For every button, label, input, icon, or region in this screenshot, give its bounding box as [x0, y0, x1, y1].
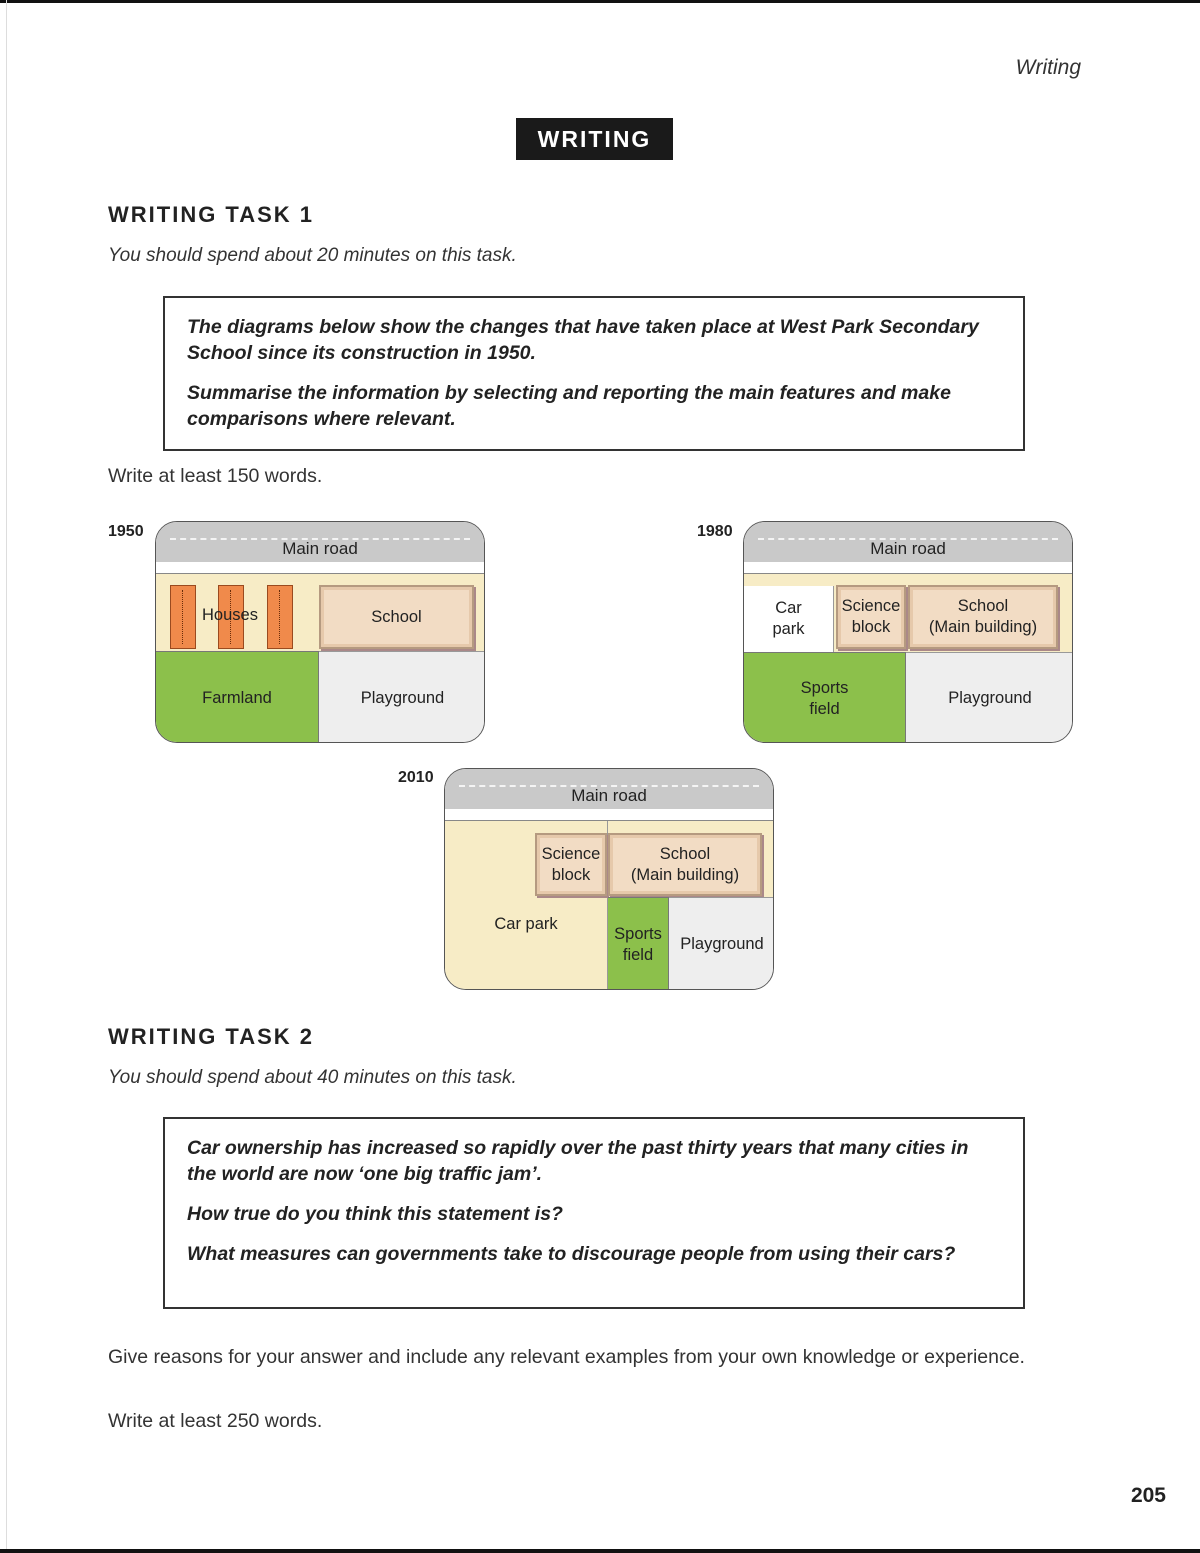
sports-field-label: Sports — [800, 678, 849, 697]
main-road: Main road — [445, 769, 773, 810]
school-main-building: School (Main building) — [908, 585, 1058, 649]
page-number: 205 — [1130, 1484, 1166, 1507]
school-label: School — [371, 607, 422, 626]
science-label-2: block — [851, 618, 891, 636]
sports-field-area: Sports field — [608, 897, 669, 989]
science-label: Science — [841, 597, 901, 615]
year-1950: 1950 — [108, 523, 144, 540]
farmland-label: Farmland — [202, 688, 272, 707]
car-park-area: Car park — [744, 586, 834, 652]
task1-prompt-box: The diagrams below show the changes that… — [163, 296, 1025, 451]
main-road-label: Main road — [282, 539, 358, 558]
playground-label: Playground — [948, 689, 1032, 707]
year-2010: 2010 — [398, 769, 434, 786]
school-building: School — [319, 585, 474, 649]
map-1950: Main road Houses School Farmland Playgro… — [155, 521, 485, 743]
sports-field-label-2: field — [809, 699, 840, 718]
road-dash — [758, 538, 1058, 540]
map-2010: Main road Car park Science block School … — [444, 768, 774, 990]
science-block: Science block — [836, 585, 906, 649]
car-park-label-2: park — [772, 620, 805, 638]
task1-heading: WRITING TASK 1 — [108, 202, 315, 227]
task2-word-count: Write at least 250 words. — [108, 1410, 323, 1432]
school-label: School — [957, 597, 1009, 615]
main-road: Main road — [744, 522, 1072, 563]
task2-heading: WRITING TASK 2 — [108, 1024, 315, 1049]
playground-label: Playground — [360, 688, 445, 707]
main-road-label: Main road — [870, 539, 946, 558]
science-label: Science — [541, 844, 601, 863]
houses-label: Houses — [202, 606, 258, 624]
section-title: WRITING — [516, 118, 673, 160]
school-label-2: (Main building) — [928, 618, 1038, 636]
task2-prompt-box: Car ownership has increased so rapidly o… — [163, 1117, 1025, 1309]
task2-reasons: Give reasons for your answer and include… — [108, 1346, 1025, 1368]
year-1980: 1980 — [697, 523, 733, 540]
playground-area: Playground — [906, 652, 1072, 742]
main-road: Main road — [156, 522, 484, 563]
sports-field-area: Sports field — [744, 652, 906, 742]
pavement — [156, 562, 484, 574]
task1-word-count: Write at least 150 words. — [108, 465, 323, 487]
sports-field-label-2: field — [622, 945, 654, 964]
school-main-building: School (Main building) — [608, 833, 762, 896]
task2-prompt-2: How true do you think this statement is? — [187, 1203, 563, 1225]
science-block: Science block — [535, 833, 607, 896]
playground-area: Playground — [669, 897, 773, 989]
task2-prompt-1: Car ownership has increased so rapidly o… — [187, 1137, 969, 1185]
task1-prompt-2: Summarise the information by selecting a… — [187, 382, 951, 430]
playground-label: Playground — [680, 935, 764, 953]
pavement — [744, 562, 1072, 574]
main-road-label: Main road — [571, 786, 647, 805]
running-head: Writing — [1015, 56, 1081, 79]
farmland-area: Farmland — [156, 651, 319, 742]
top-rule — [0, 0, 1200, 3]
school-label: School — [659, 844, 711, 863]
playground-area: Playground — [319, 651, 484, 742]
house — [170, 585, 196, 649]
sports-field-label: Sports — [614, 924, 662, 943]
left-edge — [6, 0, 7, 1553]
road-dash — [459, 785, 759, 787]
road-dash — [170, 538, 470, 540]
task2-prompt-3: What measures can governments take to di… — [187, 1243, 956, 1265]
bottom-rule — [0, 1549, 1200, 1553]
car-park-label: Car park — [494, 914, 558, 933]
house — [267, 585, 293, 649]
task2-time-note: You should spend about 40 minutes on thi… — [108, 1067, 517, 1088]
pavement — [445, 809, 773, 821]
map-1980: Main road Car park Science block School … — [743, 521, 1073, 743]
car-park-label: Car — [775, 599, 802, 617]
task1-prompt-1: The diagrams below show the changes that… — [187, 316, 979, 364]
school-label-2: (Main building) — [630, 865, 740, 884]
science-label-2: block — [551, 865, 591, 884]
house — [218, 585, 244, 649]
task1-time-note: You should spend about 20 minutes on thi… — [108, 245, 517, 266]
